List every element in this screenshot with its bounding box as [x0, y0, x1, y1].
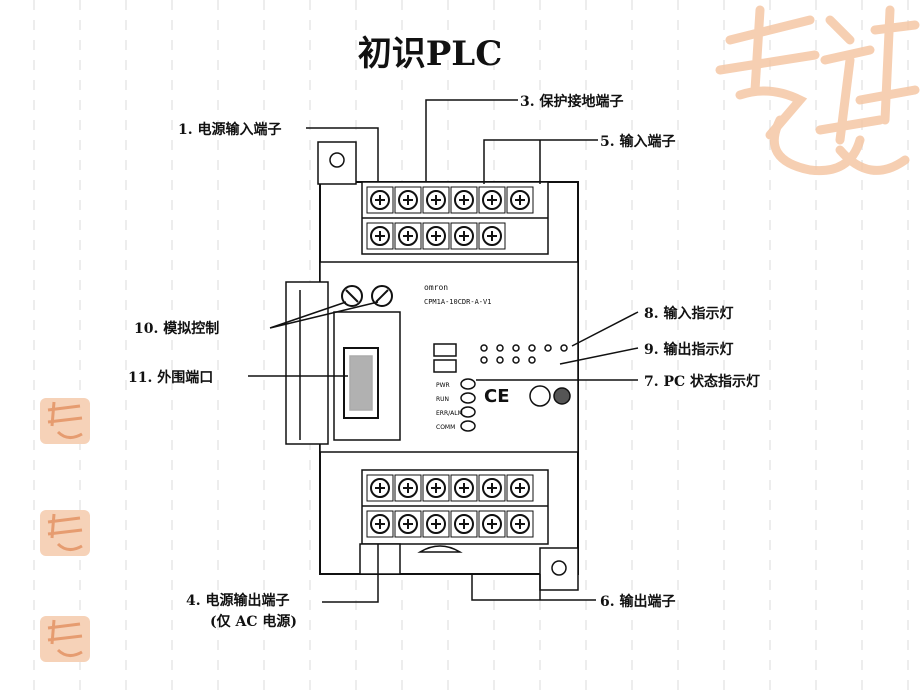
bottom-terminal-screws: [366, 474, 534, 538]
mount-ear-top: [317, 141, 357, 185]
label-power-output-terminal: 4. 电源输出端子: [186, 593, 290, 609]
button-in: [433, 343, 457, 357]
label-power-input-terminal: 1. 电源输入端子: [178, 122, 282, 138]
label-peripheral-port: 11. 外围端口: [128, 370, 214, 386]
label-output-terminal: 6. 输出端子: [600, 594, 676, 610]
status-label: COMM: [436, 424, 455, 431]
approval-mark: [529, 385, 551, 407]
model-text: CPM1A-10CDR-A-V1: [424, 298, 491, 306]
label-pc-status-indicator: 7. PC 状态指示灯: [644, 374, 761, 390]
run-led: [460, 392, 476, 404]
decorative-ornament-top-right: [715, 5, 920, 176]
mount-ear-bottom: [539, 547, 579, 591]
label-input-indicator: 8. 输入指示灯: [644, 306, 734, 322]
din-rail-clip: [285, 281, 329, 445]
label-input-terminal: 5. 输入端子: [600, 134, 676, 150]
label-output-indicator: 9. 输出指示灯: [644, 342, 734, 358]
status-label: RUN: [436, 396, 449, 403]
ce-mark: CE: [484, 386, 510, 407]
brand-text: omron: [424, 283, 448, 292]
button-out: [433, 359, 457, 373]
peripheral-port: [343, 347, 379, 419]
label-ac-only-note: (仅 AC 电源): [210, 614, 298, 630]
decorative-ornament-left-1: [40, 398, 90, 444]
input-indicators: [480, 344, 568, 352]
approval-mark-2: [553, 387, 571, 405]
decorative-ornament-left-2: [40, 510, 90, 556]
top-terminal-screws: [366, 186, 534, 250]
pwr-led: [460, 378, 476, 390]
label-ground-terminal: 3. 保护接地端子: [520, 94, 624, 110]
decorative-ornament-left-3: [40, 616, 90, 662]
label-analog-control: 10. 模拟控制: [134, 321, 220, 337]
comm-led: [460, 420, 476, 432]
output-indicators: [480, 356, 536, 364]
status-label: PWR: [436, 382, 450, 389]
status-labels: PWR RUN ERR/ALM COMM: [436, 382, 463, 431]
err-alm-led: [460, 406, 476, 418]
leader-lines: [248, 99, 639, 603]
page-title: 初识PLC: [357, 34, 503, 74]
status-label: ERR/ALM: [436, 410, 463, 417]
